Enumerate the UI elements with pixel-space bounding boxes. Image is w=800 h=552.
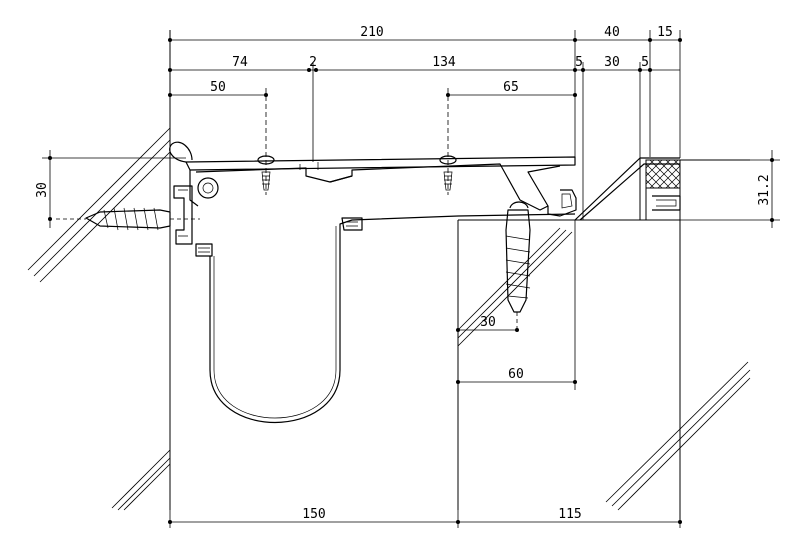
dim-label-30-left: 30 xyxy=(35,182,50,198)
dim-label-30-anchor: 30 xyxy=(480,315,496,330)
dim-label-15: 15 xyxy=(657,25,673,40)
dim-left-height xyxy=(42,150,186,228)
dim-top xyxy=(168,30,682,220)
anchor-middle xyxy=(505,201,531,332)
wall-outlines xyxy=(169,30,750,520)
dim-label-40: 40 xyxy=(604,25,620,40)
dim-label-2: 2 xyxy=(309,55,317,70)
dim-label-30-top: 30 xyxy=(604,55,620,70)
dim-label-210: 210 xyxy=(360,25,383,40)
dim-label-115: 115 xyxy=(558,507,581,522)
section-hatching xyxy=(27,127,751,511)
anchor-left xyxy=(56,207,200,231)
dim-label-60: 60 xyxy=(508,367,524,382)
dim-label-134: 134 xyxy=(432,55,456,70)
dim-label-65: 65 xyxy=(503,80,519,95)
dim-label-74: 74 xyxy=(232,55,248,70)
dim-label-5a: 5 xyxy=(575,55,583,70)
dim-screws xyxy=(168,88,577,195)
dim-anchor-offsets xyxy=(456,220,577,390)
dim-label-31-2: 31.2 xyxy=(757,174,772,205)
dim-label-5b: 5 xyxy=(641,55,649,70)
dim-label-50: 50 xyxy=(210,80,226,95)
cover-plate-profile xyxy=(169,141,681,257)
dim-label-150: 150 xyxy=(302,507,325,522)
dim-right-height xyxy=(680,150,780,228)
dim-bottom xyxy=(168,510,682,528)
membrane-loop xyxy=(209,213,576,423)
